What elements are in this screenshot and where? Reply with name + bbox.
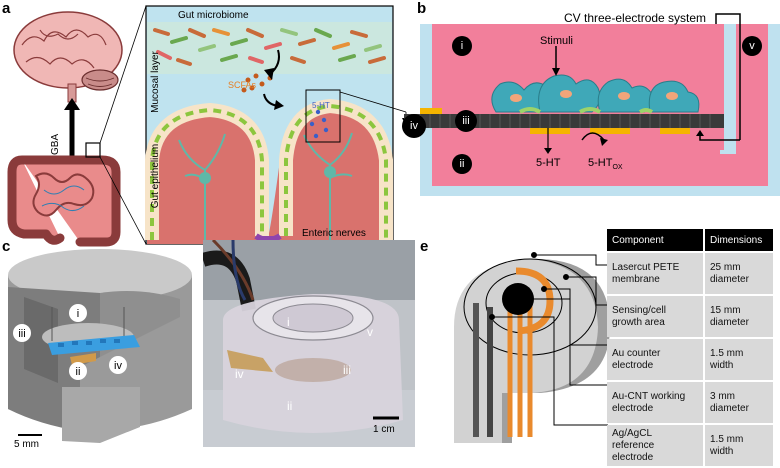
panel-label-a: a [2,0,11,17]
panel-label-c: c [2,238,11,255]
label-c-iii: iii [18,328,25,340]
label-d-iii: iii [343,363,351,377]
mucosal-layer-label: Mucosal layer [150,50,161,112]
panel-b-text: CV three-electrode system Stimuli i ii i… [410,11,756,171]
label-d-v: v [367,325,373,339]
header-dimensions: Dimensions [705,229,773,251]
label-b-v: v [749,40,755,52]
cv-system-title: CV three-electrode system [564,11,706,25]
5ht-label-b: 5-HT [536,157,561,169]
5ht-ox-label: 5-HTOX [588,157,623,171]
scale-c: 5 mm [14,439,39,447]
label-d-ii: ii [287,399,292,413]
gut-zoom-illustration [145,5,394,245]
label-b-i: i [461,40,463,52]
panel-e-leaders [489,252,608,426]
panel-e [454,258,610,443]
panel-a: GBA [7,5,410,247]
panel-c [8,249,192,443]
label-c-ii: ii [76,366,81,378]
panel-c-text: i iii ii iv 5 mm [14,308,122,447]
panel-d [203,240,415,447]
table-header-row: Component Dimensions [607,229,773,251]
panel-label-e: e [420,238,429,255]
gut-microbiome-label: Gut microbiome [178,10,249,21]
stimuli-label: Stimuli [540,35,573,47]
header-component: Component [607,229,705,251]
brain-illustration [13,11,123,103]
label-c-iv: iv [114,360,122,372]
intestine-illustration [7,142,121,247]
label-d-iv: iv [235,367,244,381]
gba-label: GBA [50,134,61,155]
panel-d-text: i iv iii v ii 1 cm [235,315,395,435]
label-b-ii: ii [460,158,465,170]
label-b-iv: iv [410,120,418,132]
label-c-i: i [77,308,79,320]
scale-d: 1 cm [373,424,395,435]
label-b-iii: iii [462,115,469,127]
panel-label-b: b [417,0,427,17]
5ht-label-a: 5-HT [312,101,330,110]
gut-epithelium-label: Gut epithelium [150,144,161,208]
label-d-i: i [287,315,290,329]
scfas-label: SCFAs [228,80,257,90]
enteric-nerves-label: Enteric nerves [302,228,366,239]
